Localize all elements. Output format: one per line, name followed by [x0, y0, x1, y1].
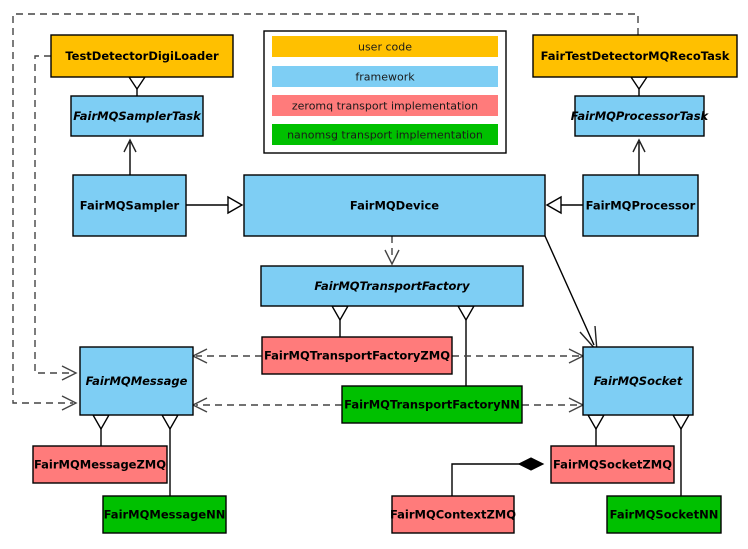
legend-label-framework: framework [355, 71, 415, 84]
class-box-label: FairMQSocketNN [610, 508, 719, 522]
class-box-label: FairMQDevice [350, 199, 439, 213]
class-box-rect [550, 445, 675, 484]
class-box-label: FairMQTransportFactoryZMQ [264, 349, 450, 363]
class-box-label: FairMQProcessor [586, 199, 696, 213]
class-box-rect [574, 95, 705, 137]
class-box-rect [391, 495, 515, 534]
class-box-label: FairMQMessage [86, 374, 188, 388]
class-box-FairMQDevice[interactable]: FairMQDevice [243, 174, 546, 237]
generalization-messagezmq-message [91, 414, 111, 446]
class-box-rect [341, 385, 523, 424]
dependency-recotask-to-message [12, 13, 639, 411]
dependency-factorynn-socket [522, 397, 585, 413]
class-box-label: FairMQTransportFactoryNN [344, 398, 520, 412]
class-nodes-layer: TestDetectorDigiLoaderFairMQSamplerTaskF… [32, 34, 738, 534]
legend-swatch-nanomsg [272, 124, 498, 145]
class-box-rect [243, 174, 546, 237]
legend-item-user-code: user code [272, 36, 498, 57]
class-box-FairMQSocket[interactable]: FairMQSocket [582, 346, 694, 416]
class-box-rect [606, 495, 722, 534]
class-box-FairMQTransportFactory[interactable]: FairMQTransportFactory [260, 265, 524, 307]
class-box-label: FairMQMessageZMQ [34, 458, 166, 472]
class-box-FairMQProcessor[interactable]: FairMQProcessor [582, 174, 699, 237]
class-box-label: FairTestDetectorMQRecoTask [541, 49, 730, 63]
generalization-factoryzmq-factory [330, 305, 350, 337]
class-box-rect [582, 346, 694, 416]
class-box-FairMQContextZMQ[interactable]: FairMQContextZMQ [390, 495, 516, 534]
class-box-label: FairMQContextZMQ [390, 508, 516, 522]
generalization-processor-device [545, 195, 583, 215]
class-box-rect [102, 495, 227, 534]
class-box-label: FairMQSocket [594, 374, 683, 388]
association-device-socket [544, 235, 598, 354]
class-box-FairMQSocketNN[interactable]: FairMQSocketNN [606, 495, 722, 534]
class-box-label: FairMQSocketZMQ [553, 458, 672, 472]
class-box-label: FairMQTransportFactory [314, 279, 470, 293]
legend-swatch-user-code [272, 36, 498, 57]
class-box-FairMQSocketZMQ[interactable]: FairMQSocketZMQ [550, 445, 675, 484]
class-box-FairMQSamplerTask[interactable]: FairMQSamplerTask [70, 95, 204, 137]
legend-swatch-zeromq [272, 95, 498, 116]
class-box-FairMQMessage[interactable]: FairMQMessage [79, 346, 194, 416]
generalization-socketzmq-socket [586, 414, 606, 446]
class-box-rect [260, 265, 524, 307]
legend-item-nanomsg: nanomsg transport implementation [272, 124, 498, 145]
legend-label-user-code: user code [358, 41, 412, 54]
class-box-FairMQTransportFactoryNN[interactable]: FairMQTransportFactoryNN [341, 385, 523, 424]
generalization-samplertask-digiloader [127, 76, 147, 96]
generalization-processortask-recotask [629, 76, 649, 96]
dependency-factorynn-message [191, 397, 342, 413]
class-box-rect [532, 34, 738, 78]
dependency-factoryzmq-message [191, 348, 262, 364]
class-box-FairMQMessageZMQ[interactable]: FairMQMessageZMQ [32, 445, 168, 484]
legend-label-zeromq: zeromq transport implementation [292, 100, 478, 113]
class-box-rect [32, 445, 168, 484]
class-box-label: TestDetectorDigiLoader [65, 49, 219, 63]
class-box-label: FairMQMessageNN [104, 508, 226, 522]
class-box-FairMQSampler[interactable]: FairMQSampler [72, 174, 187, 237]
class-box-TestDetectorDigiLoader[interactable]: TestDetectorDigiLoader [50, 34, 234, 78]
class-box-label: FairMQProcessorTask [571, 109, 710, 123]
class-box-FairMQMessageNN[interactable]: FairMQMessageNN [102, 495, 227, 534]
legend-label-nanomsg: nanomsg transport implementation [287, 129, 483, 142]
class-box-label: FairMQSamplerTask [73, 109, 202, 123]
class-box-rect [79, 346, 194, 416]
class-box-rect [261, 336, 453, 375]
legend-item-framework: framework [272, 66, 498, 87]
generalization-sampler-device [186, 195, 244, 215]
association-sampler-samplertask [123, 138, 137, 175]
class-box-rect [72, 174, 187, 237]
class-box-rect [582, 174, 699, 237]
generalization-socketnn-socket [671, 414, 691, 496]
legend-swatch-framework [272, 66, 498, 87]
class-box-FairMQTransportFactoryZMQ[interactable]: FairMQTransportFactoryZMQ [261, 336, 453, 375]
composition-contextzmq-socketzmq [451, 457, 545, 496]
generalization-factorynn-factory [456, 305, 476, 386]
association-processor-processortask [632, 138, 646, 175]
class-box-rect [70, 95, 204, 137]
class-box-label: FairMQSampler [80, 199, 180, 213]
class-box-FairTestDetectorMQRecoTask[interactable]: FairTestDetectorMQRecoTask [532, 34, 738, 78]
class-box-rect [50, 34, 234, 78]
dependency-device-transportfactory [384, 236, 400, 266]
dependency-factoryzmq-socket [452, 348, 585, 364]
legend-item-zeromq: zeromq transport implementation [272, 95, 498, 116]
class-box-FairMQProcessorTask[interactable]: FairMQProcessorTask [571, 95, 710, 137]
dependency-digiloader-to-message [34, 55, 78, 381]
